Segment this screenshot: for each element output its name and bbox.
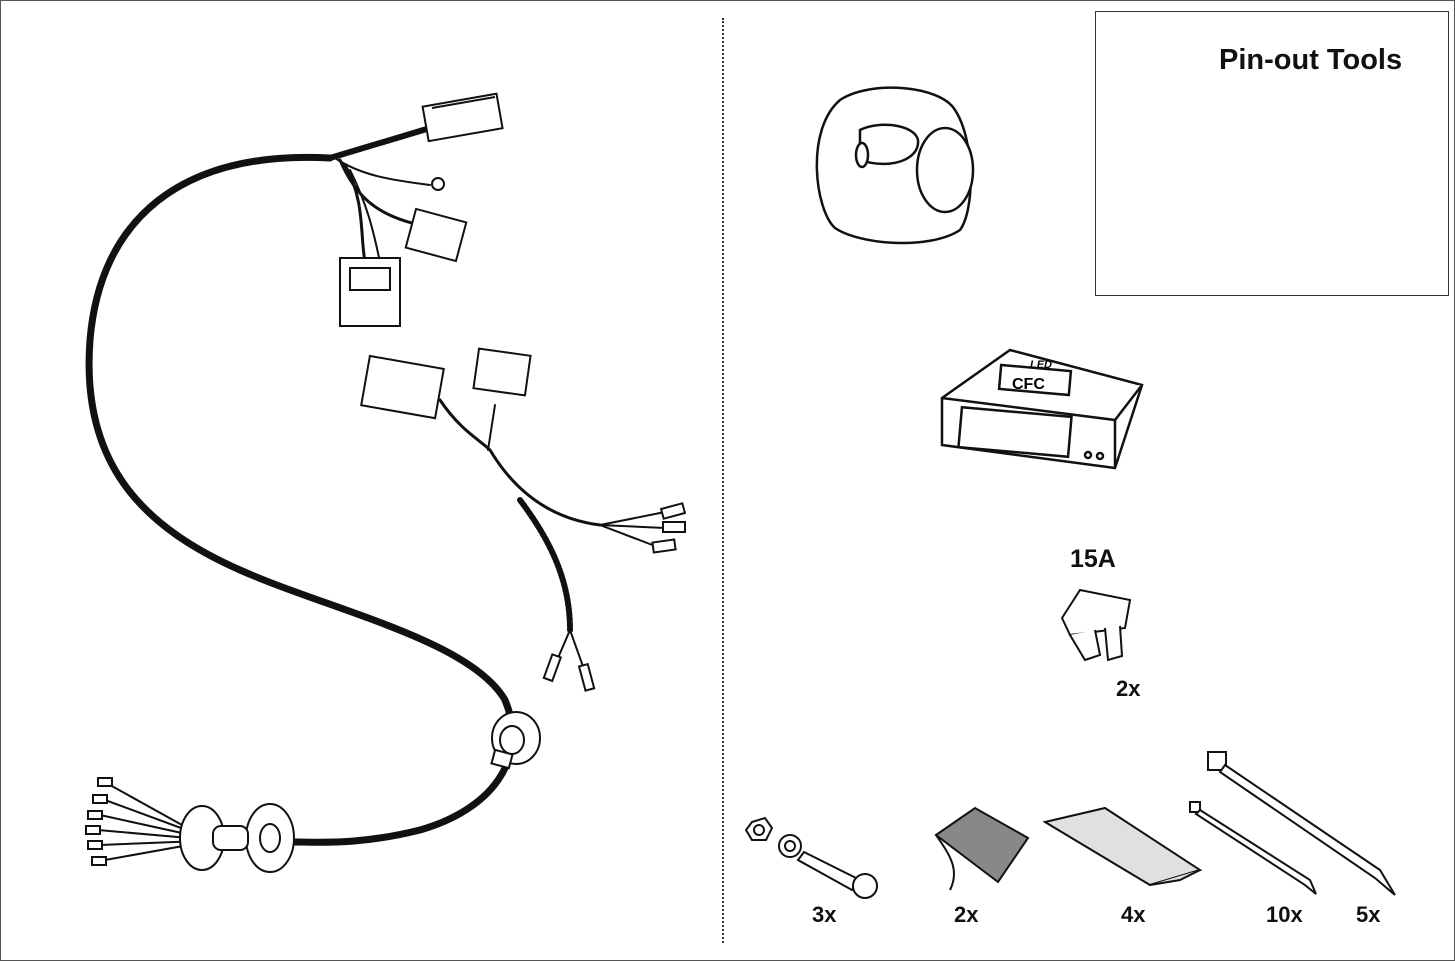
velcro-quantity-label: 2x [954, 902, 979, 927]
large-cable-tie-quantity-label: 5x [1356, 902, 1381, 927]
socket-icon [815, 86, 975, 245]
cable-tie-icon [1189, 751, 1396, 896]
pinout-tools-panel [1095, 11, 1449, 296]
small-cable-tie-quantity-label: 10x [1266, 902, 1303, 927]
screw-quantity-label: 3x [812, 902, 837, 927]
velcro-icon [934, 806, 1030, 891]
section-divider [722, 18, 724, 943]
fuse-icon [1060, 588, 1132, 662]
screw-icon [744, 816, 878, 899]
control-module-icon [940, 348, 1144, 470]
adhesive-pad-quantity-label: 4x [1121, 902, 1146, 927]
module-logo-letters: CFC [1012, 376, 1045, 393]
module-logo-led: LED [1030, 359, 1052, 371]
pinout-tools-title: Pin-out Tools [1219, 44, 1403, 76]
fuse-quantity-label: 2x [1116, 676, 1141, 701]
adhesive-pad-icon [1042, 806, 1203, 887]
fuse-rating-label: 15A [1070, 545, 1116, 573]
